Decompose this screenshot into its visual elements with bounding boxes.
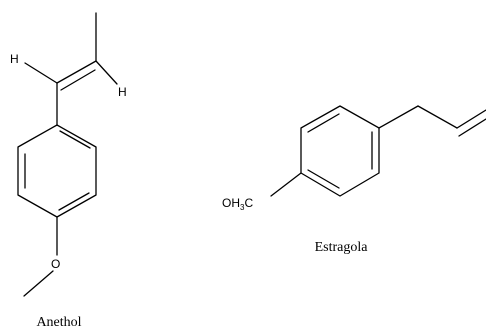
estragola-allyl-bond: [417, 105, 458, 129]
estragola-ring-double-bond: [307, 169, 340, 189]
anethol-h-left-label: H: [10, 52, 19, 66]
anethol-h-right-label: H: [118, 85, 127, 99]
estragola-methoxy-label: OH3C: [222, 196, 253, 212]
anethol-name-label: Anethol: [36, 315, 81, 329]
anethol-ring-double-bond: [59, 130, 91, 149]
anethol-ring-double-bond: [58, 192, 90, 211]
anethol-oxygen-label: O: [51, 257, 60, 271]
estragola-structure: OH3C: [222, 105, 486, 212]
anethol-oxygen-methyl-bond: [23, 270, 54, 297]
anethol-h-bond-left: [24, 62, 58, 84]
estragola-name-label: Estragola: [315, 240, 369, 255]
estragola-allyl-double-bond: [456, 109, 486, 129]
estragola-allyl-double-bond: [458, 118, 486, 137]
anethol-cc-double-bond: [60, 69, 96, 91]
estragola-ring: [300, 105, 380, 197]
anethol-h-bond-right: [95, 60, 118, 85]
estragola-ring-methoxy-bond: [270, 172, 302, 197]
estragola-ring-double-bond: [307, 113, 340, 133]
anethol-ring: [17, 124, 97, 218]
anethol-structure: H H O: [10, 12, 127, 297]
estragola-ring-allyl-bond: [378, 105, 419, 129]
anethol-cc-double-bond: [56, 60, 97, 84]
